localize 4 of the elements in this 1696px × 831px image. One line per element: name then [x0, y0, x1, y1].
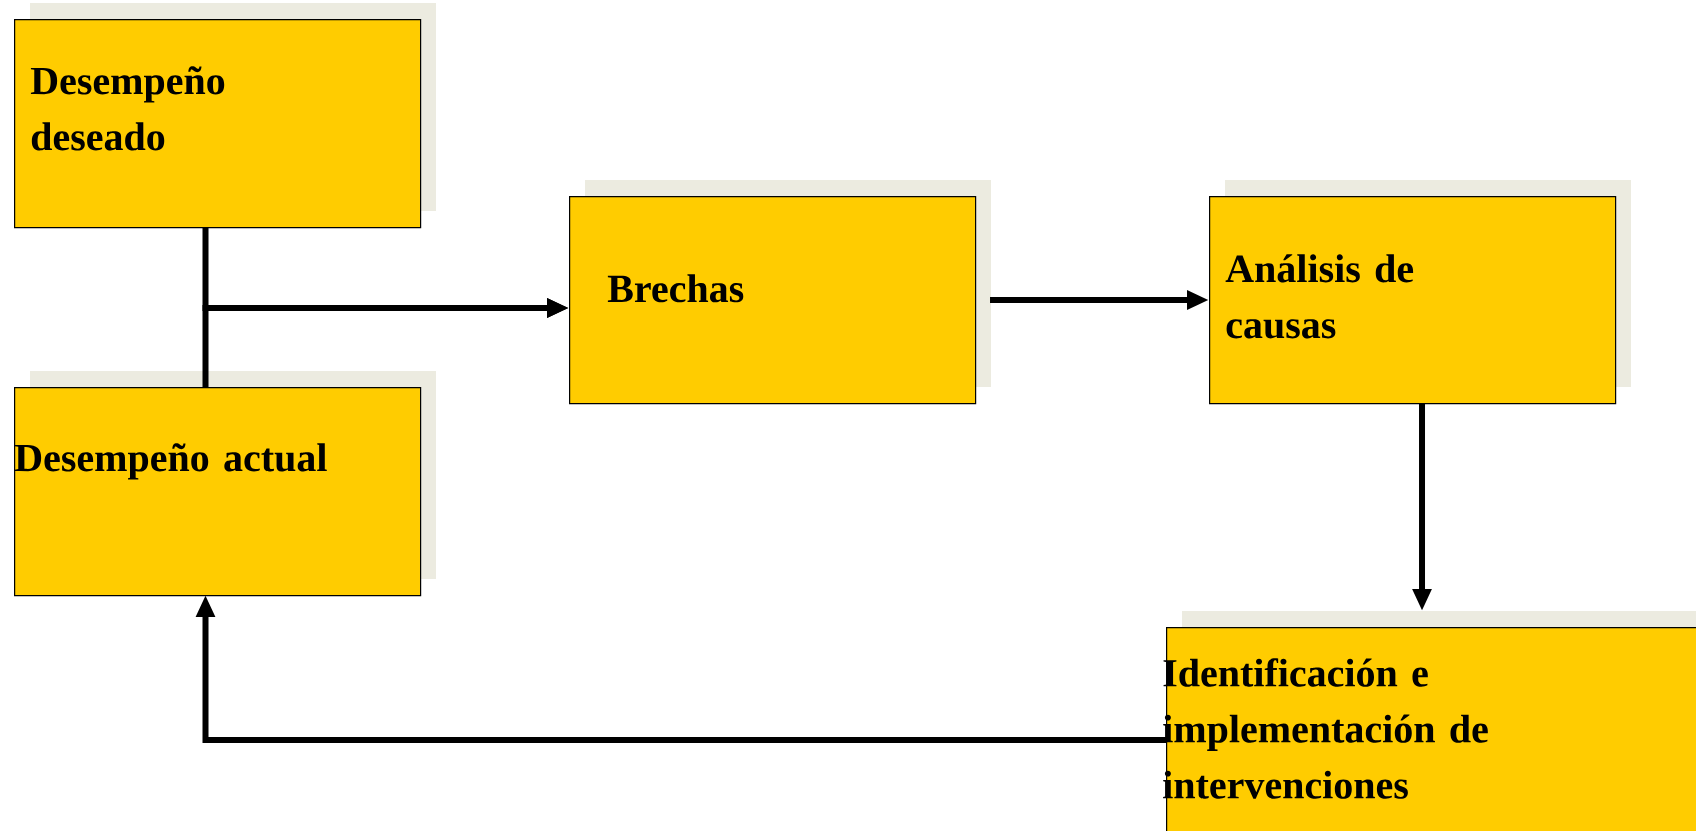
process-box: Brechas	[569, 180, 991, 405]
process-box: Análisis de causas	[1209, 180, 1631, 405]
process-box: Desempeño actual	[14, 371, 436, 597]
process-box: Desempeño deseado	[14, 3, 436, 229]
